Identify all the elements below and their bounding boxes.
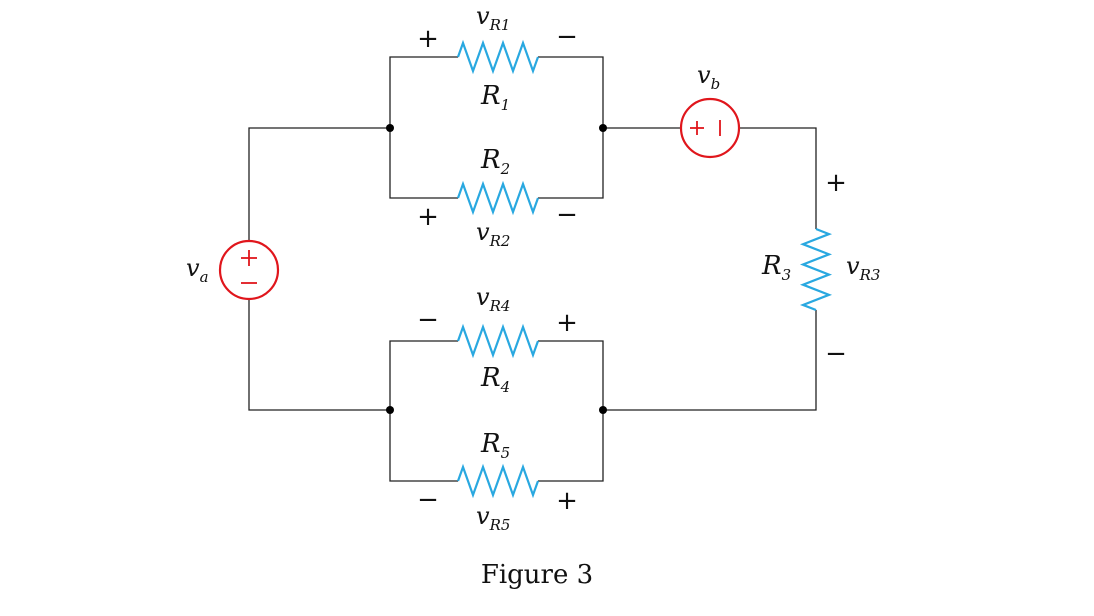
resistor-r3 bbox=[799, 227, 833, 312]
wire-r2-right bbox=[538, 128, 604, 199]
r4-minus-sign: − bbox=[417, 305, 439, 335]
source-va bbox=[218, 239, 280, 301]
wire-r1-right bbox=[538, 56, 604, 128]
r3-voltage-label: vR3 bbox=[846, 252, 880, 284]
resistor-r4 bbox=[456, 323, 540, 359]
va-label: va bbox=[186, 254, 209, 286]
resistor-r1 bbox=[456, 39, 540, 75]
figure-caption: Figure 3 bbox=[481, 560, 593, 590]
nodes bbox=[386, 124, 607, 414]
r3-plus-sign: + bbox=[825, 168, 847, 198]
node-bottom-right bbox=[599, 406, 607, 414]
r1-minus-sign: − bbox=[556, 22, 578, 52]
wire-r5-left bbox=[389, 410, 458, 482]
r2-name-label: R2 bbox=[480, 145, 510, 178]
source-vb bbox=[679, 97, 741, 159]
wire-r3-bottom bbox=[603, 310, 817, 411]
r1-voltage-label: vR1 bbox=[476, 2, 510, 34]
wire-va-bottom bbox=[248, 300, 390, 411]
node-top-right bbox=[599, 124, 607, 132]
r1-name-label: R1 bbox=[480, 81, 510, 114]
wire-r1-left bbox=[389, 56, 458, 128]
r5-name-label: R5 bbox=[480, 429, 510, 462]
vb-label: vb bbox=[697, 61, 720, 93]
r1-plus-sign: + bbox=[417, 24, 439, 54]
wire-r4-right bbox=[538, 340, 604, 410]
resistor-r5 bbox=[456, 463, 540, 499]
r5-plus-sign: + bbox=[556, 486, 578, 516]
wire-vb-to-r3 bbox=[740, 127, 817, 229]
r3-minus-sign: − bbox=[825, 339, 847, 369]
wire-r2-left bbox=[389, 128, 458, 199]
wire-r5-right bbox=[538, 410, 604, 482]
node-top-left bbox=[386, 124, 394, 132]
r4-plus-sign: + bbox=[556, 308, 578, 338]
r2-voltage-label: vR2 bbox=[476, 218, 510, 250]
wire-va-top bbox=[248, 127, 390, 240]
wires bbox=[248, 56, 817, 482]
resistors bbox=[456, 39, 833, 499]
r2-minus-sign: − bbox=[556, 200, 578, 230]
r5-voltage-label: vR5 bbox=[476, 502, 510, 534]
node-bottom-left bbox=[386, 406, 394, 414]
r4-name-label: R4 bbox=[480, 363, 510, 396]
r4-voltage-label: vR4 bbox=[476, 283, 510, 315]
wire-r4-left bbox=[389, 340, 458, 410]
resistor-r2 bbox=[456, 180, 540, 216]
r5-minus-sign: − bbox=[417, 485, 439, 515]
r3-name-label: R3 bbox=[761, 251, 791, 284]
r2-plus-sign: + bbox=[417, 202, 439, 232]
